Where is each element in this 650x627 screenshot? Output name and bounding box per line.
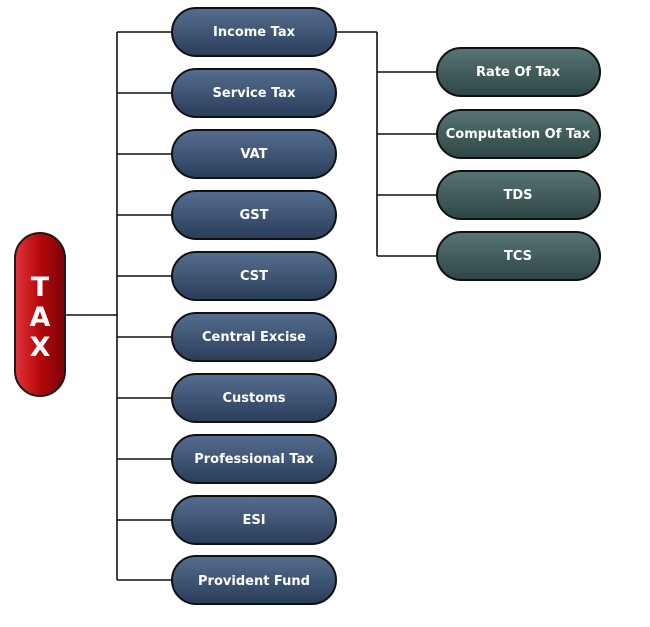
- subnode-label: TDS: [503, 188, 532, 203]
- category-node-central-excise: Central Excise: [171, 312, 337, 362]
- category-node-customs: Customs: [171, 373, 337, 423]
- category-nodes: Income Tax Service Tax VAT GST CST Centr…: [171, 7, 337, 605]
- root-node-tax: T A X: [14, 232, 66, 397]
- root-letter: T: [31, 272, 50, 303]
- category-node-professional-tax: Professional Tax: [171, 434, 337, 484]
- category-node-vat: VAT: [171, 129, 337, 179]
- category-node-esi: ESI: [171, 495, 337, 545]
- category-label: Provident Fund: [198, 574, 310, 589]
- category-label: Customs: [223, 391, 286, 406]
- subnode-label: TCS: [504, 249, 532, 264]
- category-label: Central Excise: [202, 330, 306, 345]
- subnode-label: Rate Of Tax: [476, 65, 561, 80]
- subnode-rate-of-tax: Rate Of Tax: [436, 47, 601, 97]
- category-label: CST: [240, 269, 268, 284]
- category-node-gst: GST: [171, 190, 337, 240]
- category-label: GST: [240, 208, 269, 223]
- income-tax-subnodes: Rate Of Tax Computation Of Tax TDS TCS: [436, 47, 601, 281]
- root-letter: X: [30, 332, 51, 363]
- category-label: ESI: [242, 513, 265, 528]
- category-node-cst: CST: [171, 251, 337, 301]
- connectors: [64, 31, 437, 581]
- subnode-tds: TDS: [436, 170, 601, 220]
- category-label: VAT: [240, 147, 267, 162]
- category-node-provident-fund: Provident Fund: [171, 555, 337, 605]
- category-label: Service Tax: [213, 86, 297, 101]
- subnode-label: Computation Of Tax: [446, 127, 591, 142]
- category-label: Professional Tax: [194, 452, 314, 467]
- root-letter: A: [30, 302, 51, 333]
- category-node-service-tax: Service Tax: [171, 68, 337, 118]
- category-label: Income Tax: [213, 25, 296, 40]
- subnode-tcs: TCS: [436, 231, 601, 281]
- subnode-computation-of-tax: Computation Of Tax: [436, 109, 601, 159]
- category-node-income-tax: Income Tax: [171, 7, 337, 57]
